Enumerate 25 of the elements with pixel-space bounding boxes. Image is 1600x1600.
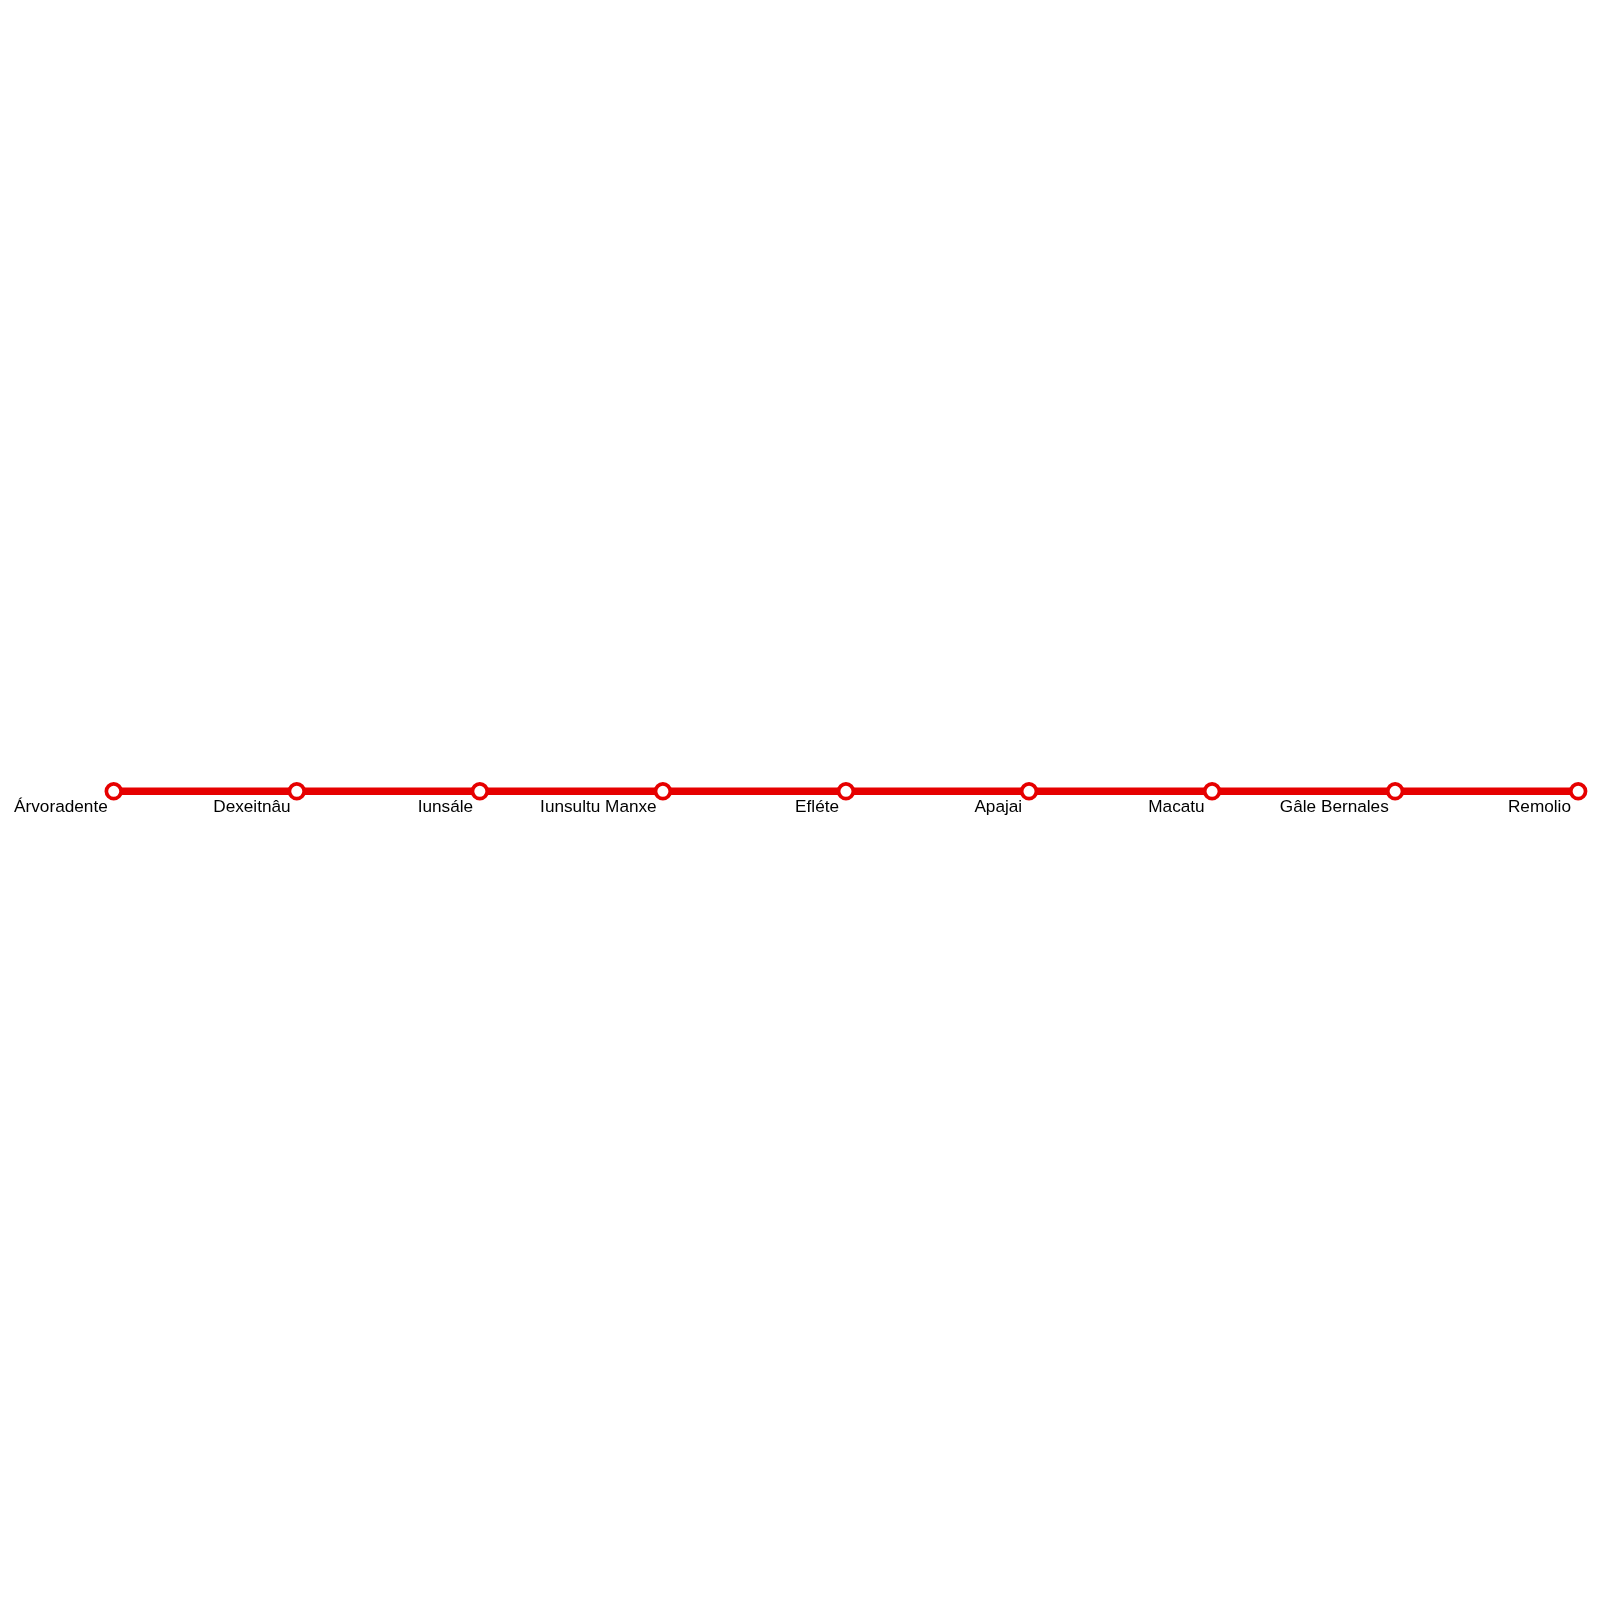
node-label: Dexeitnâu [212, 795, 291, 816]
connector [1219, 787, 1388, 795]
node-label: Efléte [794, 795, 839, 816]
node-label: Apajai [973, 795, 1022, 816]
node-label: Iunsále [417, 795, 473, 816]
node-circle [1385, 781, 1404, 800]
node-circle [287, 781, 306, 800]
node-label: Remolio [1507, 795, 1571, 816]
node-circle [1568, 781, 1587, 800]
connector [670, 787, 839, 795]
node-label: Iunsultu Manxe [539, 795, 657, 816]
connector [1402, 787, 1571, 795]
connector [303, 787, 472, 795]
node-circle [836, 781, 855, 800]
node-circle [470, 781, 489, 800]
connector [1036, 787, 1205, 795]
connector [120, 787, 289, 795]
node-circle [653, 781, 672, 800]
connector [487, 787, 655, 795]
node-label: Gâle Bernales [1279, 795, 1389, 816]
node-label: Macatu [1147, 795, 1205, 816]
node-label: Árvoradente [13, 795, 108, 816]
node-circle [1019, 781, 1038, 800]
connector [853, 787, 1022, 795]
node-circle [1202, 781, 1221, 800]
